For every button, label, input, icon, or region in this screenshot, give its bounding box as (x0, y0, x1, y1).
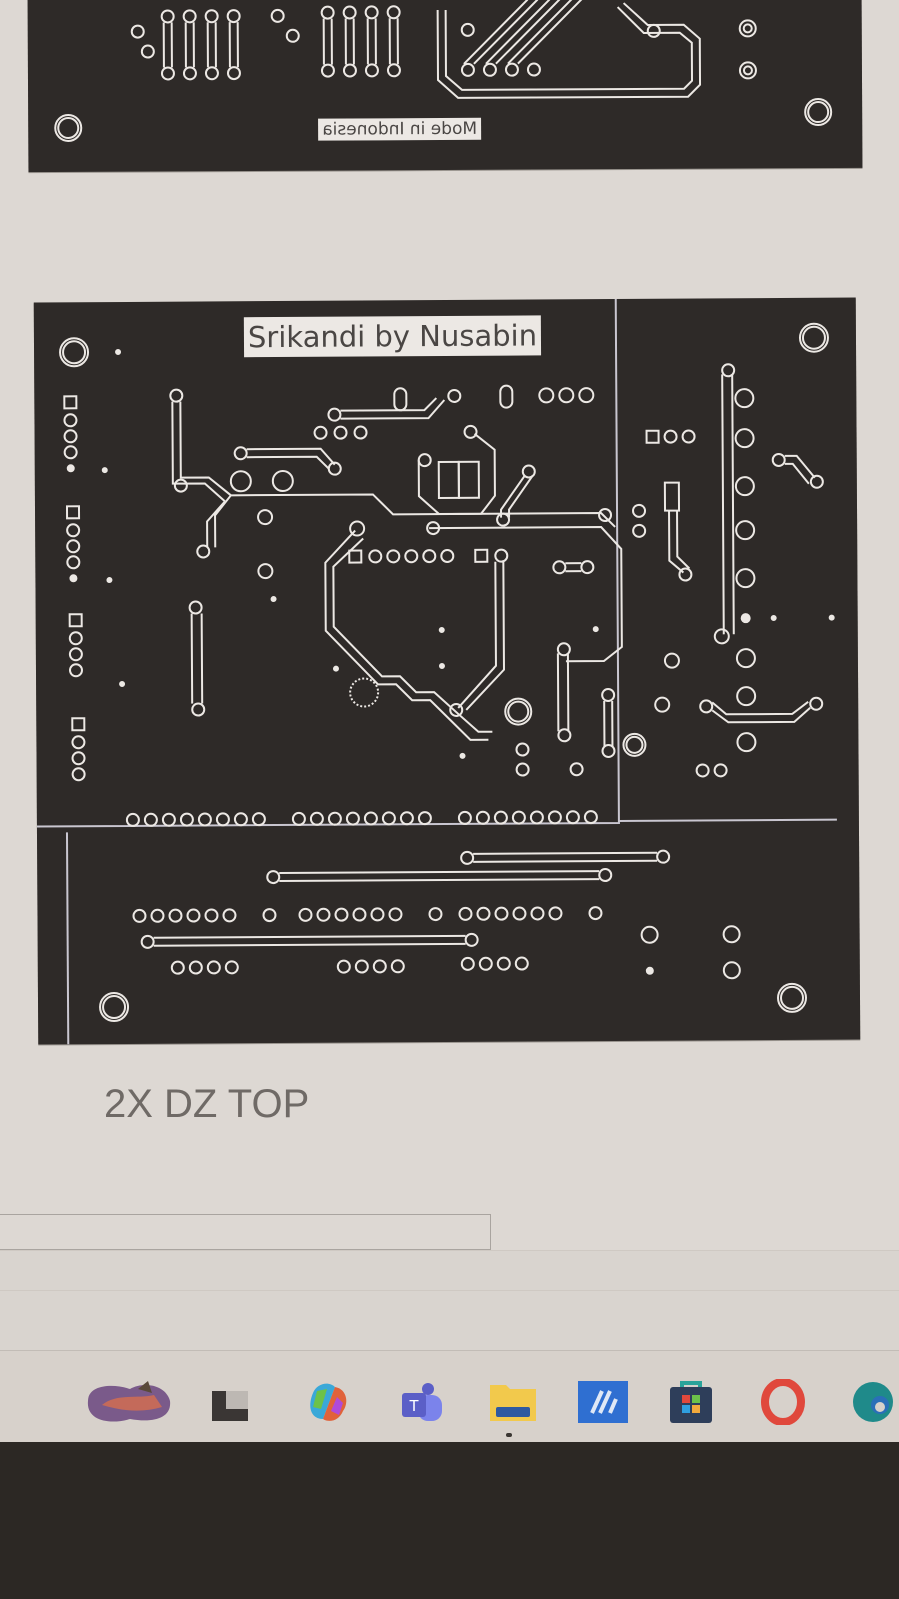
microsoft-store-app-icon[interactable] (668, 1379, 714, 1425)
document-text-box[interactable] (0, 1214, 491, 1250)
page-edge-line-2 (0, 1290, 899, 1291)
edge-browser-icon[interactable] (850, 1379, 896, 1425)
teams-app-icon[interactable]: T (398, 1379, 444, 1425)
pcb-board-top-layer: Srikandi by Nusabin (33, 297, 861, 1045)
pcb-board-bottom-layer: Mode in Indonesia (27, 0, 863, 173)
blue-m-app-icon[interactable] (578, 1379, 628, 1425)
monitor-bezel (0, 1442, 899, 1599)
vias (66, 349, 835, 975)
pin-group-1 (130, 9, 241, 81)
taskbar: T (0, 1350, 899, 1443)
photos-app-icon[interactable] (82, 1379, 174, 1425)
copilot-app-icon[interactable] (303, 1379, 349, 1425)
silkscreen-label-mirrored: Mode in Indonesia (318, 117, 482, 141)
mounting-holes (54, 98, 833, 142)
right-section (632, 363, 824, 778)
pcb-traces-top (36, 298, 837, 1045)
file-explorer-app-icon[interactable] (488, 1379, 538, 1425)
active-app-indicator (506, 1433, 512, 1437)
header-row-1 (125, 810, 598, 827)
svg-text:T: T (409, 1398, 419, 1415)
pin-group-3 (436, 0, 702, 99)
page-edge-line (0, 1250, 899, 1251)
figure-caption: 2X DZ TOP (104, 1082, 310, 1126)
pcb-traces-bottom (54, 0, 833, 142)
pin-group-2 (270, 5, 401, 78)
right-pads (738, 19, 757, 80)
left-headers (63, 395, 86, 782)
terminal-app-icon[interactable] (210, 1379, 250, 1425)
bottom-section (132, 849, 741, 980)
silkscreen-label: Srikandi by Nusabin (243, 315, 542, 358)
document-page: Mode in Indonesia (0, 0, 863, 1250)
opera-browser-icon[interactable] (760, 1378, 806, 1426)
